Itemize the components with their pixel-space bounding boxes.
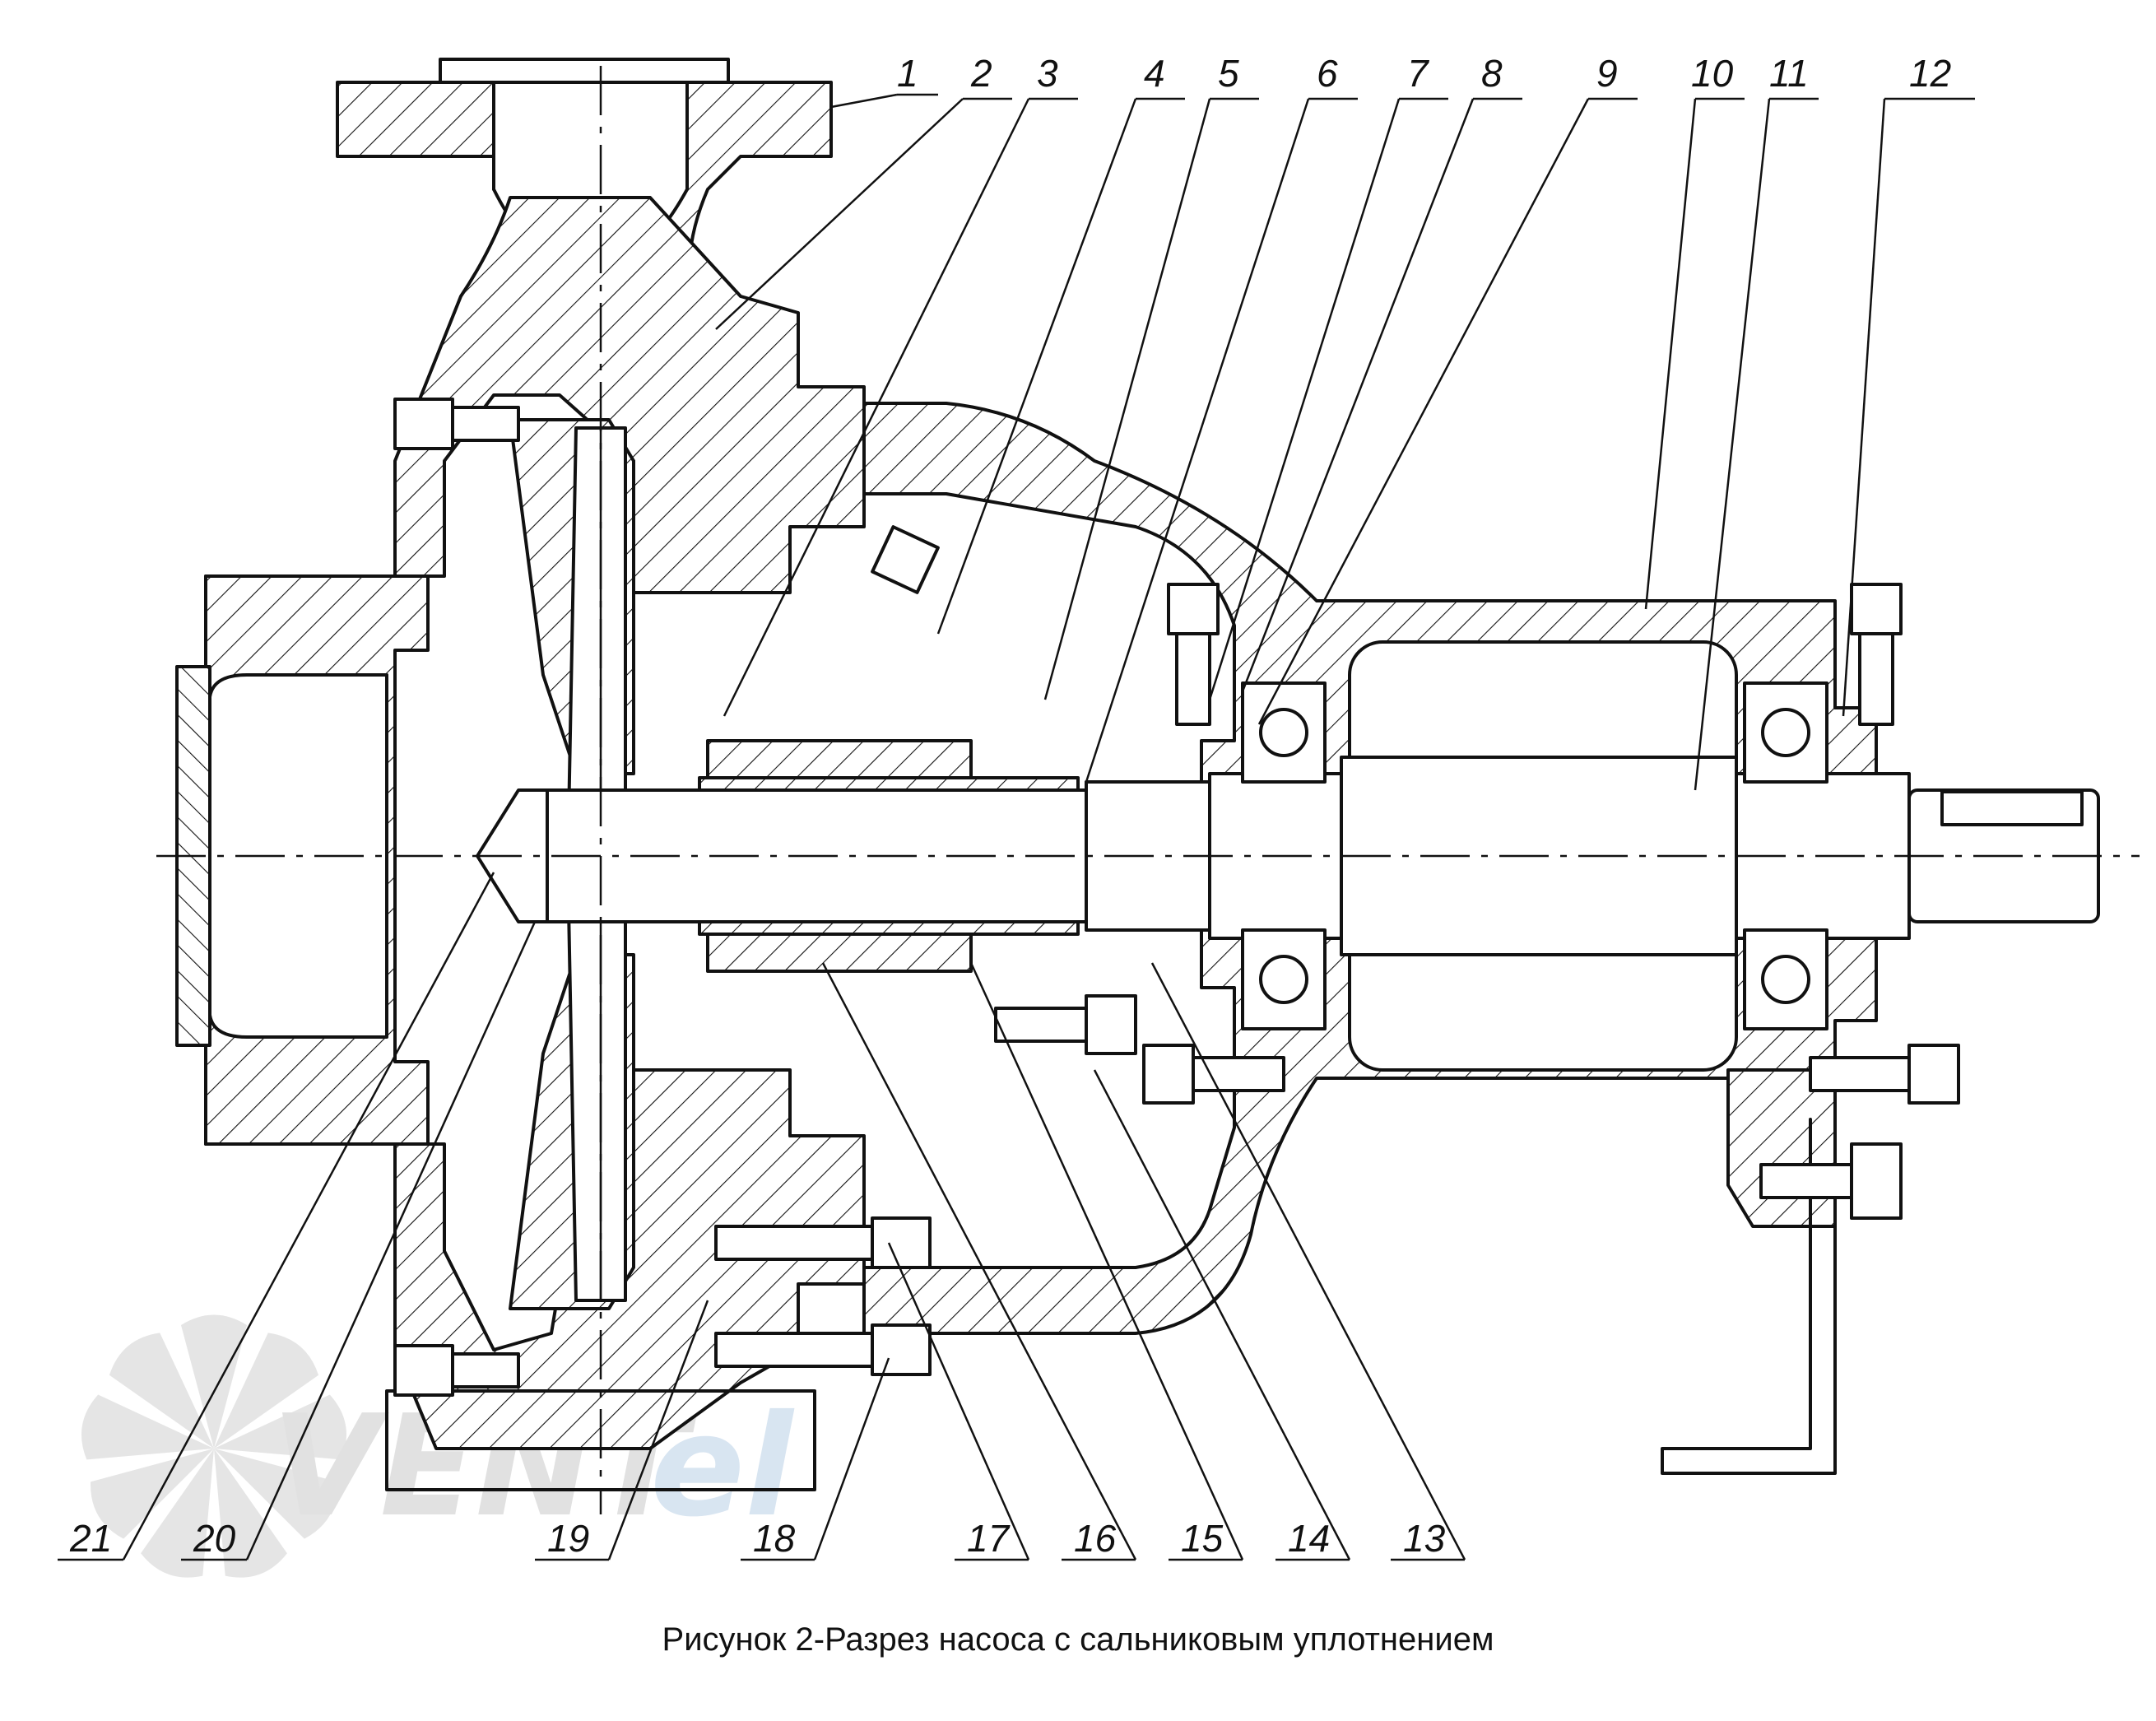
callout-19: 19 bbox=[547, 1517, 589, 1560]
callout-10: 10 bbox=[1691, 52, 1734, 95]
callout-17: 17 bbox=[967, 1517, 1011, 1560]
callouts-bottom: 21 20 19 18 17 16 15 14 13 bbox=[58, 872, 1466, 1561]
callout-13: 13 bbox=[1403, 1517, 1446, 1560]
callouts-top: 1 2 3 4 5 6 7 8 9 10 11 12 bbox=[715, 52, 1975, 791]
callout-11: 11 bbox=[1769, 52, 1809, 95]
callout-15: 15 bbox=[1181, 1517, 1224, 1560]
callout-21: 21 bbox=[69, 1517, 112, 1560]
callout-6: 6 bbox=[1317, 52, 1338, 95]
stuffing-box bbox=[698, 739, 1080, 973]
callout-20: 20 bbox=[193, 1517, 236, 1560]
callout-14: 14 bbox=[1288, 1517, 1330, 1560]
bolts bbox=[393, 398, 1960, 1397]
callout-9: 9 bbox=[1596, 52, 1618, 95]
callout-12: 12 bbox=[1909, 52, 1951, 95]
callout-8: 8 bbox=[1481, 52, 1503, 95]
callout-2: 2 bbox=[970, 52, 992, 95]
fan-logo-icon bbox=[81, 1314, 346, 1578]
callout-1: 1 bbox=[897, 52, 918, 95]
callout-4: 4 bbox=[1144, 52, 1165, 95]
bearings bbox=[1241, 681, 1828, 1030]
figure-caption: Рисунок 2-Разрез насоса с сальниковым уп… bbox=[662, 1621, 1494, 1658]
centre-lines bbox=[156, 66, 2140, 1514]
callout-16: 16 bbox=[1074, 1517, 1117, 1560]
impeller bbox=[509, 418, 635, 1310]
callout-18: 18 bbox=[753, 1517, 796, 1560]
callout-7: 7 bbox=[1407, 52, 1429, 95]
callout-5: 5 bbox=[1218, 52, 1239, 95]
callout-3: 3 bbox=[1037, 52, 1058, 95]
